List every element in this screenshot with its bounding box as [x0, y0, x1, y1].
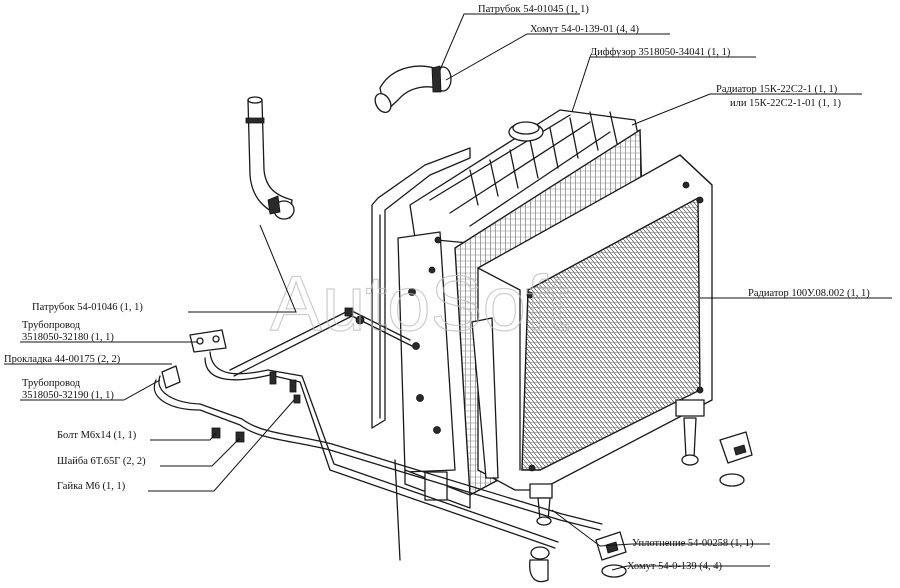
gaskets — [161, 329, 227, 389]
label-truboprovod2-1: Трубопровод — [22, 378, 81, 389]
label-khomut-top: Хомут 54-0-139-01 (4, 4) — [530, 24, 639, 35]
label-patrubok-left: Патрубок 54-01046 (1, 1) — [32, 302, 143, 313]
label-radiator-100u: Радиатор 100У.08.002 (1, 1) — [748, 288, 870, 299]
label-patrubok-top: Патрубок 54-01045 (1, 1) — [478, 4, 589, 15]
label-shaiba: Шайба 6Т.65Г (2, 2) — [57, 456, 146, 467]
leader-lines — [4, 13, 892, 571]
front-radiator-core — [521, 196, 701, 471]
label-gaika: Гайка М6 (1, 1) — [57, 481, 126, 492]
diffuser-shroud — [371, 147, 471, 429]
label-truboprovod1-1: Трубопровод — [22, 320, 81, 331]
label-diffuzor: Диффузор 3518050-34041 (1, 1) — [590, 47, 731, 58]
callout-labels: Патрубок 54-01045 (1, 1) Хомут 54-0-139-… — [4, 4, 870, 572]
label-prokladka: Прокладка 44-00175 (2, 2) — [4, 354, 121, 365]
label-bolt: Болт М6х14 (1, 1) — [57, 430, 137, 441]
loose-parts — [595, 431, 753, 578]
label-uplotnenie: Уплотнение 54-00258 (1, 1) — [632, 538, 754, 549]
upper-hose — [374, 65, 452, 113]
label-truboprovod1-2: 3518050-32180 (1, 1) — [22, 332, 114, 343]
left-hose — [245, 96, 295, 220]
support-strap — [471, 317, 499, 479]
label-radiator-15k-1: Радиатор 15К-22С2-1 (1, 1) — [716, 84, 838, 95]
watermark: AutoSoft — [270, 259, 570, 347]
label-radiator-15k-2: или 15К-22С2-1-01 (1, 1) — [730, 98, 841, 109]
label-truboprovod2-2: 3518050-32190 (1, 1) — [22, 390, 114, 401]
label-khomut-bottom: Хомут 54-0-139 (4, 4) — [627, 561, 722, 572]
bottom-elbow — [529, 559, 549, 583]
front-radiator — [471, 154, 713, 526]
